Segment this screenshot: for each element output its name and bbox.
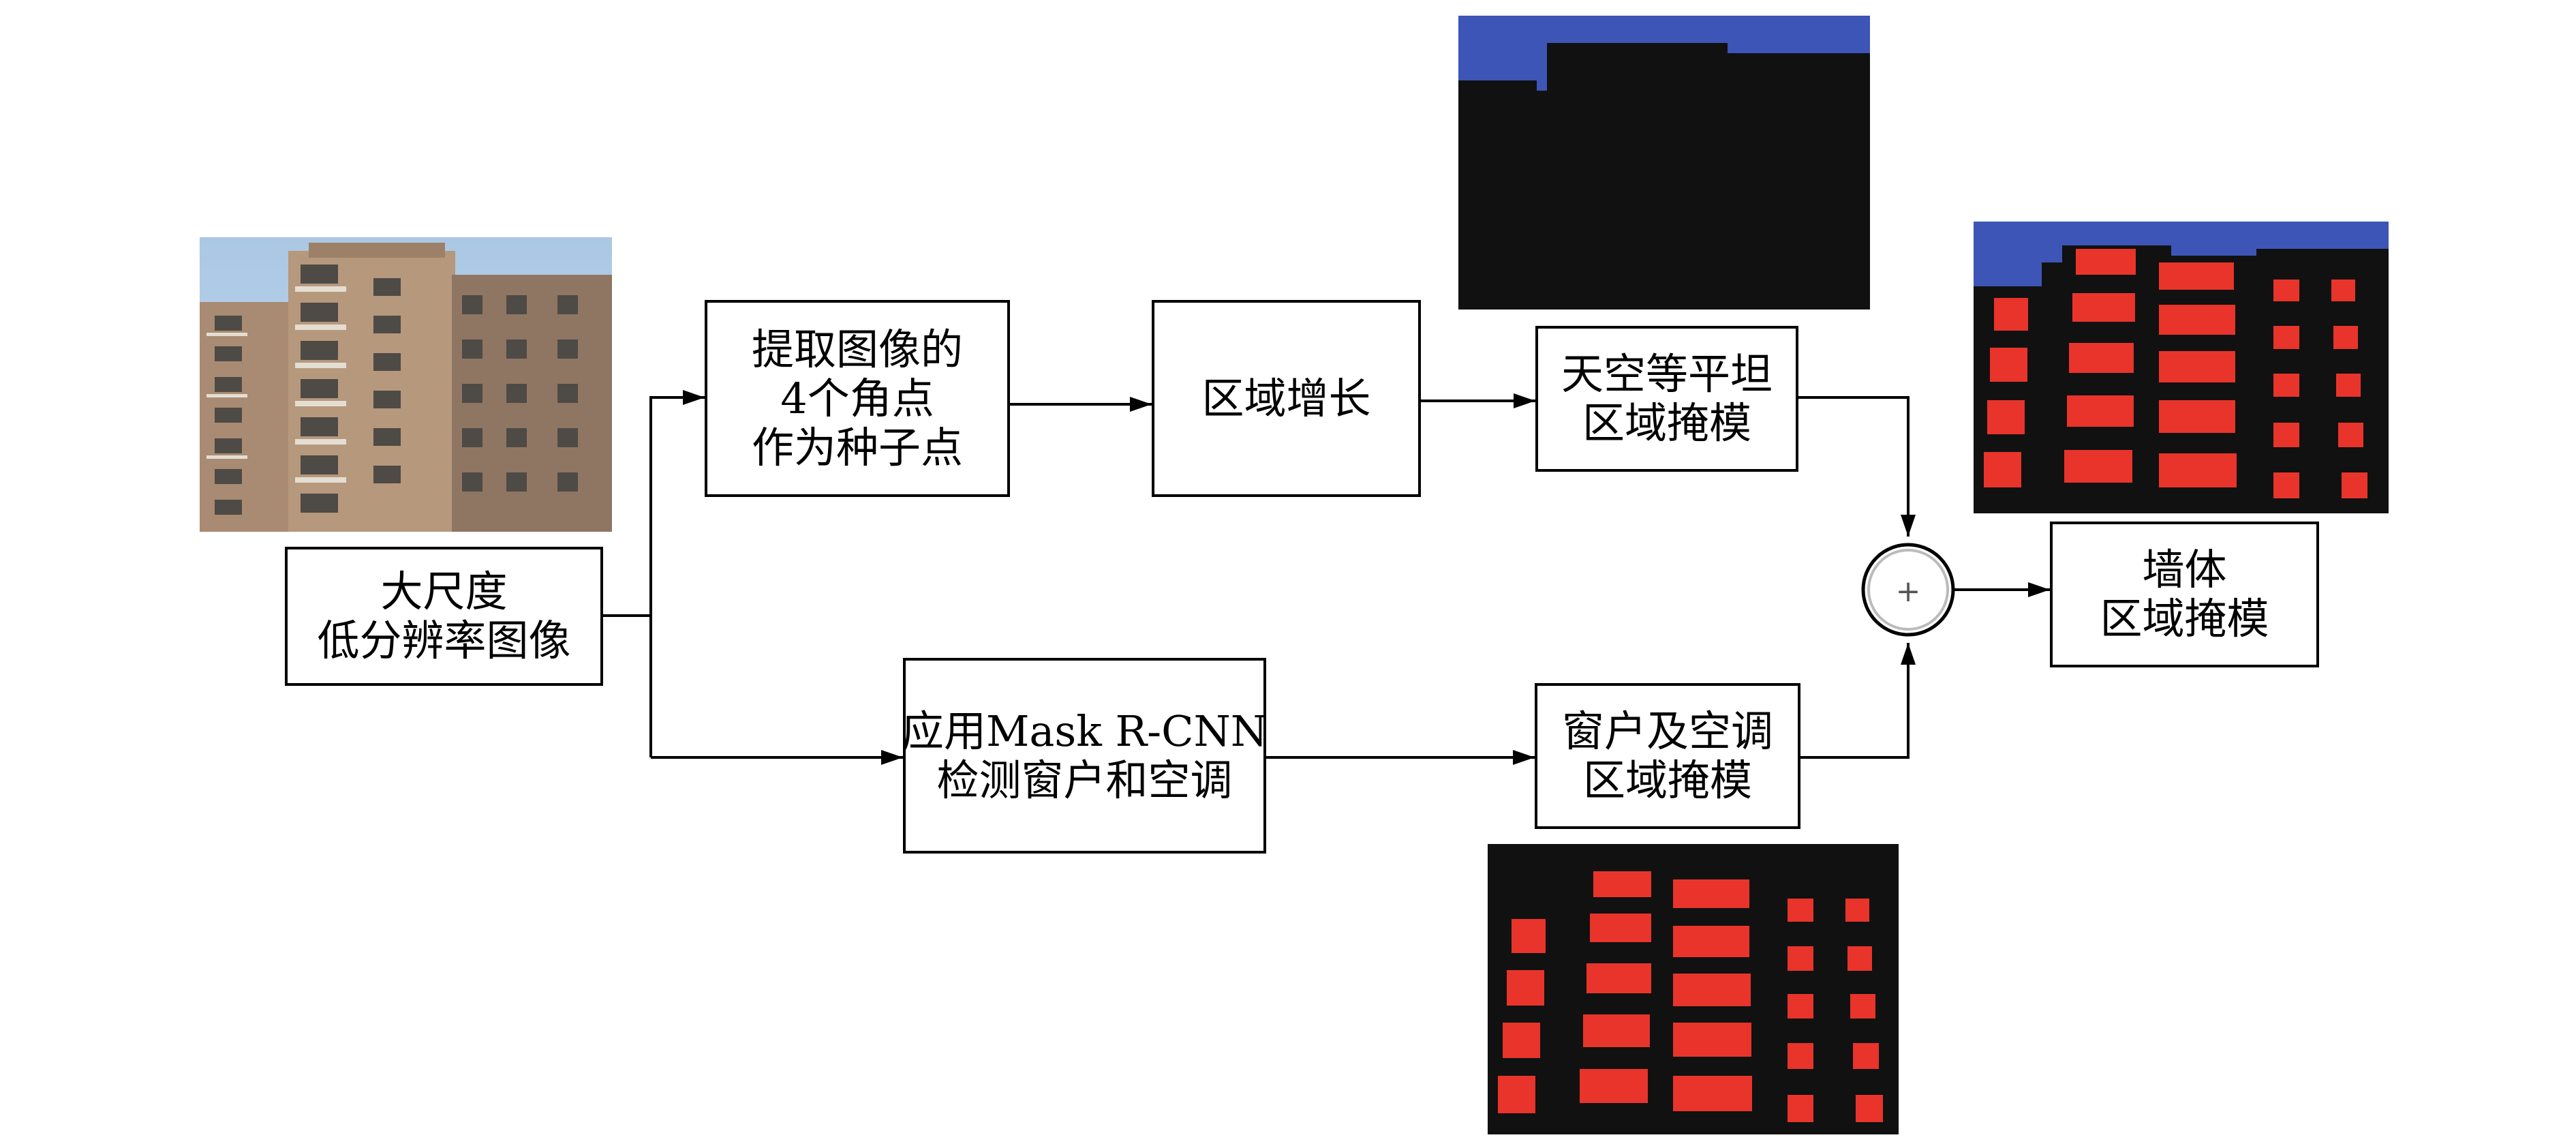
- corner-extraction-line1: 提取图像的: [751, 324, 963, 374]
- input-image-label-line2: 低分辨率图像: [317, 616, 571, 665]
- maskrcnn-box: 应用Mask R-CNN 检测窗户和空调: [901, 658, 1268, 854]
- building-photo: [200, 237, 612, 532]
- sky-mask-box: 天空等平坦 区域掩模: [1535, 326, 1798, 472]
- window-mask-line1: 窗户及空调: [1561, 706, 1773, 756]
- edge-to-corner-extraction: [649, 390, 705, 757]
- wall-mask-box: 墙体 区域掩模: [2050, 522, 2319, 667]
- sky-mask-line1: 天空等平坦: [1561, 349, 1773, 399]
- combine-node: +: [1861, 543, 1955, 637]
- region-growing-box: 区域增长: [1152, 300, 1421, 497]
- maskrcnn-line1: 应用Mask R-CNN: [901, 706, 1268, 756]
- wall-mask-line2: 区域掩模: [2100, 594, 2269, 644]
- corner-extraction-line2: 4个角点: [780, 373, 934, 423]
- region-growing-label: 区域增长: [1201, 373, 1371, 423]
- wall-mask-line1: 墙体: [2142, 545, 2227, 594]
- edge-window-mask-to-combine: [1800, 643, 1916, 759]
- combine-symbol: +: [1896, 574, 1921, 609]
- window-mask-box: 窗户及空调 区域掩模: [1535, 683, 1800, 829]
- corner-extraction-line3: 作为种子点: [751, 422, 963, 472]
- window-mask-line2: 区域掩模: [1582, 755, 1752, 805]
- sky-mask-image: [1458, 16, 1870, 310]
- maskrcnn-line2: 检测窗户和空调: [936, 755, 1233, 805]
- window-ac-mask-image: [1488, 844, 1899, 1134]
- sky-mask-line2: 区域掩模: [1582, 398, 1751, 448]
- edge-sky-mask-to-combine: [1798, 396, 1916, 537]
- input-image-label-line1: 大尺度: [380, 567, 508, 616]
- wall-mask-image: [1974, 222, 2389, 513]
- input-image-box: 大尺度 低分辨率图像: [285, 547, 603, 686]
- corner-extraction-box: 提取图像的 4个角点 作为种子点: [705, 300, 1010, 497]
